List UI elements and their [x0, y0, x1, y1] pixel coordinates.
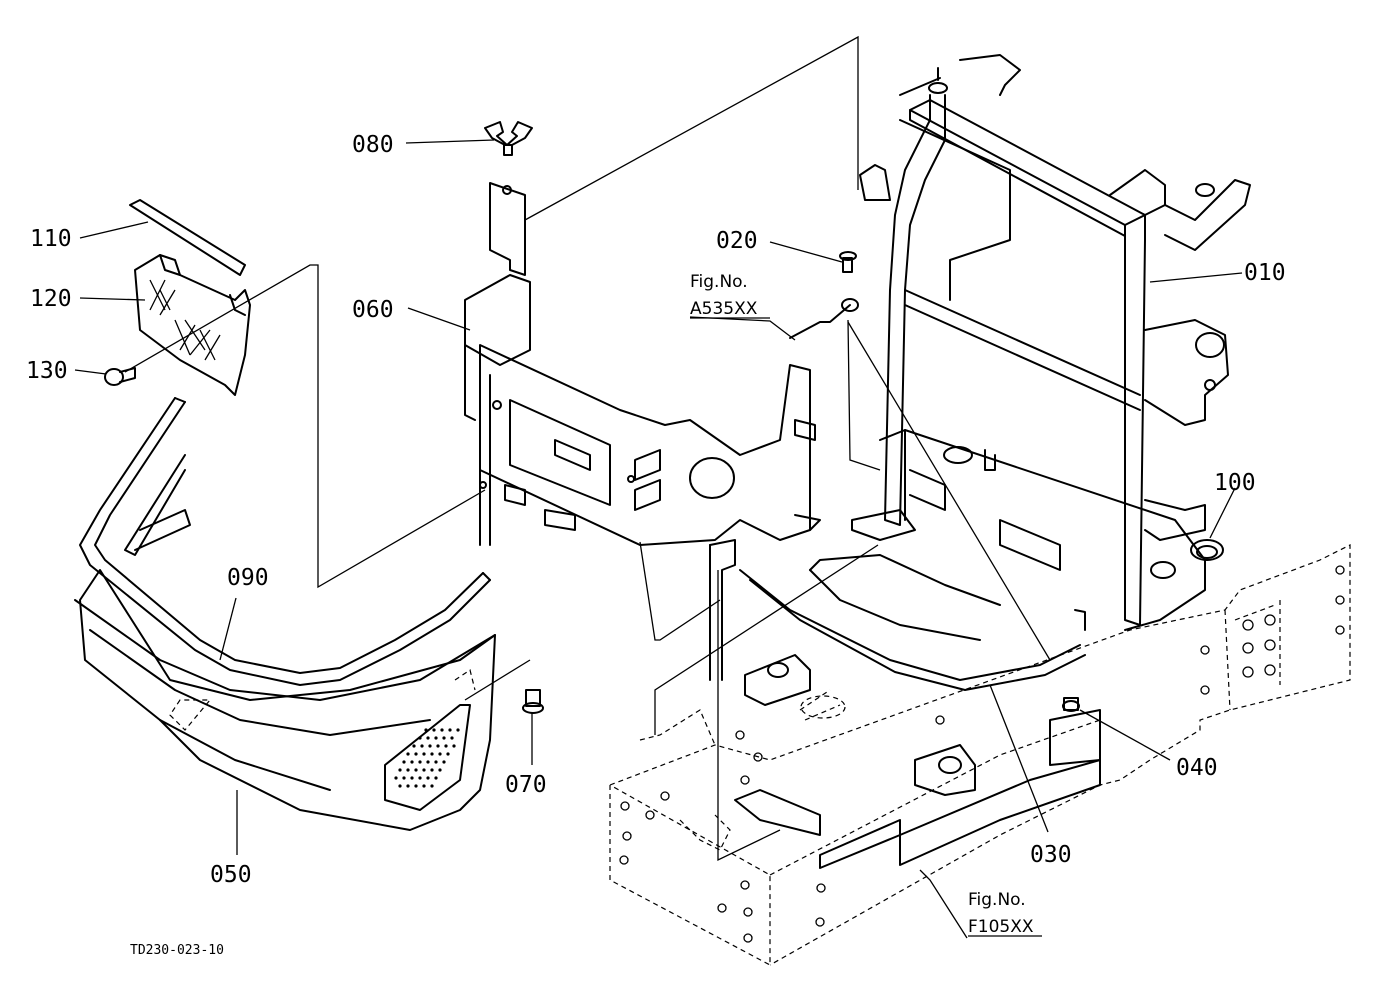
main-frame-drawing [851, 54, 1251, 631]
label-020: 020 [716, 228, 758, 254]
seal-090-drawing [79, 397, 491, 686]
label-110: 110 [30, 226, 72, 252]
fig-ref-code: A535XX [690, 299, 758, 319]
label-060: 060 [352, 297, 394, 323]
part-labels: 080 110 120 130 060 020 010 100 090 040 … [26, 132, 1286, 888]
chassis-frame-drawing [609, 544, 1351, 966]
label-130: 130 [26, 358, 68, 384]
drawing-code: TD230-023-10 [130, 943, 224, 958]
label-030: 030 [1030, 842, 1072, 868]
bumper-050-drawing [74, 569, 496, 831]
label-050: 050 [210, 862, 252, 888]
label-040: 040 [1176, 755, 1218, 781]
figure-ref-f105xx: Fig.No. F105XX [968, 890, 1042, 937]
fig-ref-code: F105XX [968, 917, 1034, 937]
leader-lines [74, 35, 1243, 939]
grille-120-drawing [129, 199, 251, 396]
fasteners-drawing [104, 121, 1224, 714]
stay-030-drawing [709, 539, 1086, 691]
label-070: 070 [505, 772, 547, 798]
fig-ref-prefix: Fig.No. [690, 272, 748, 292]
label-080: 080 [352, 132, 394, 158]
label-010: 010 [1244, 260, 1286, 286]
fig-ref-prefix: Fig.No. [968, 890, 1026, 910]
bracket-060-drawing [464, 182, 821, 546]
label-100: 100 [1214, 470, 1256, 496]
label-090: 090 [227, 565, 269, 591]
figure-ref-a535xx: Fig.No. A535XX [690, 272, 770, 319]
label-120: 120 [30, 286, 72, 312]
